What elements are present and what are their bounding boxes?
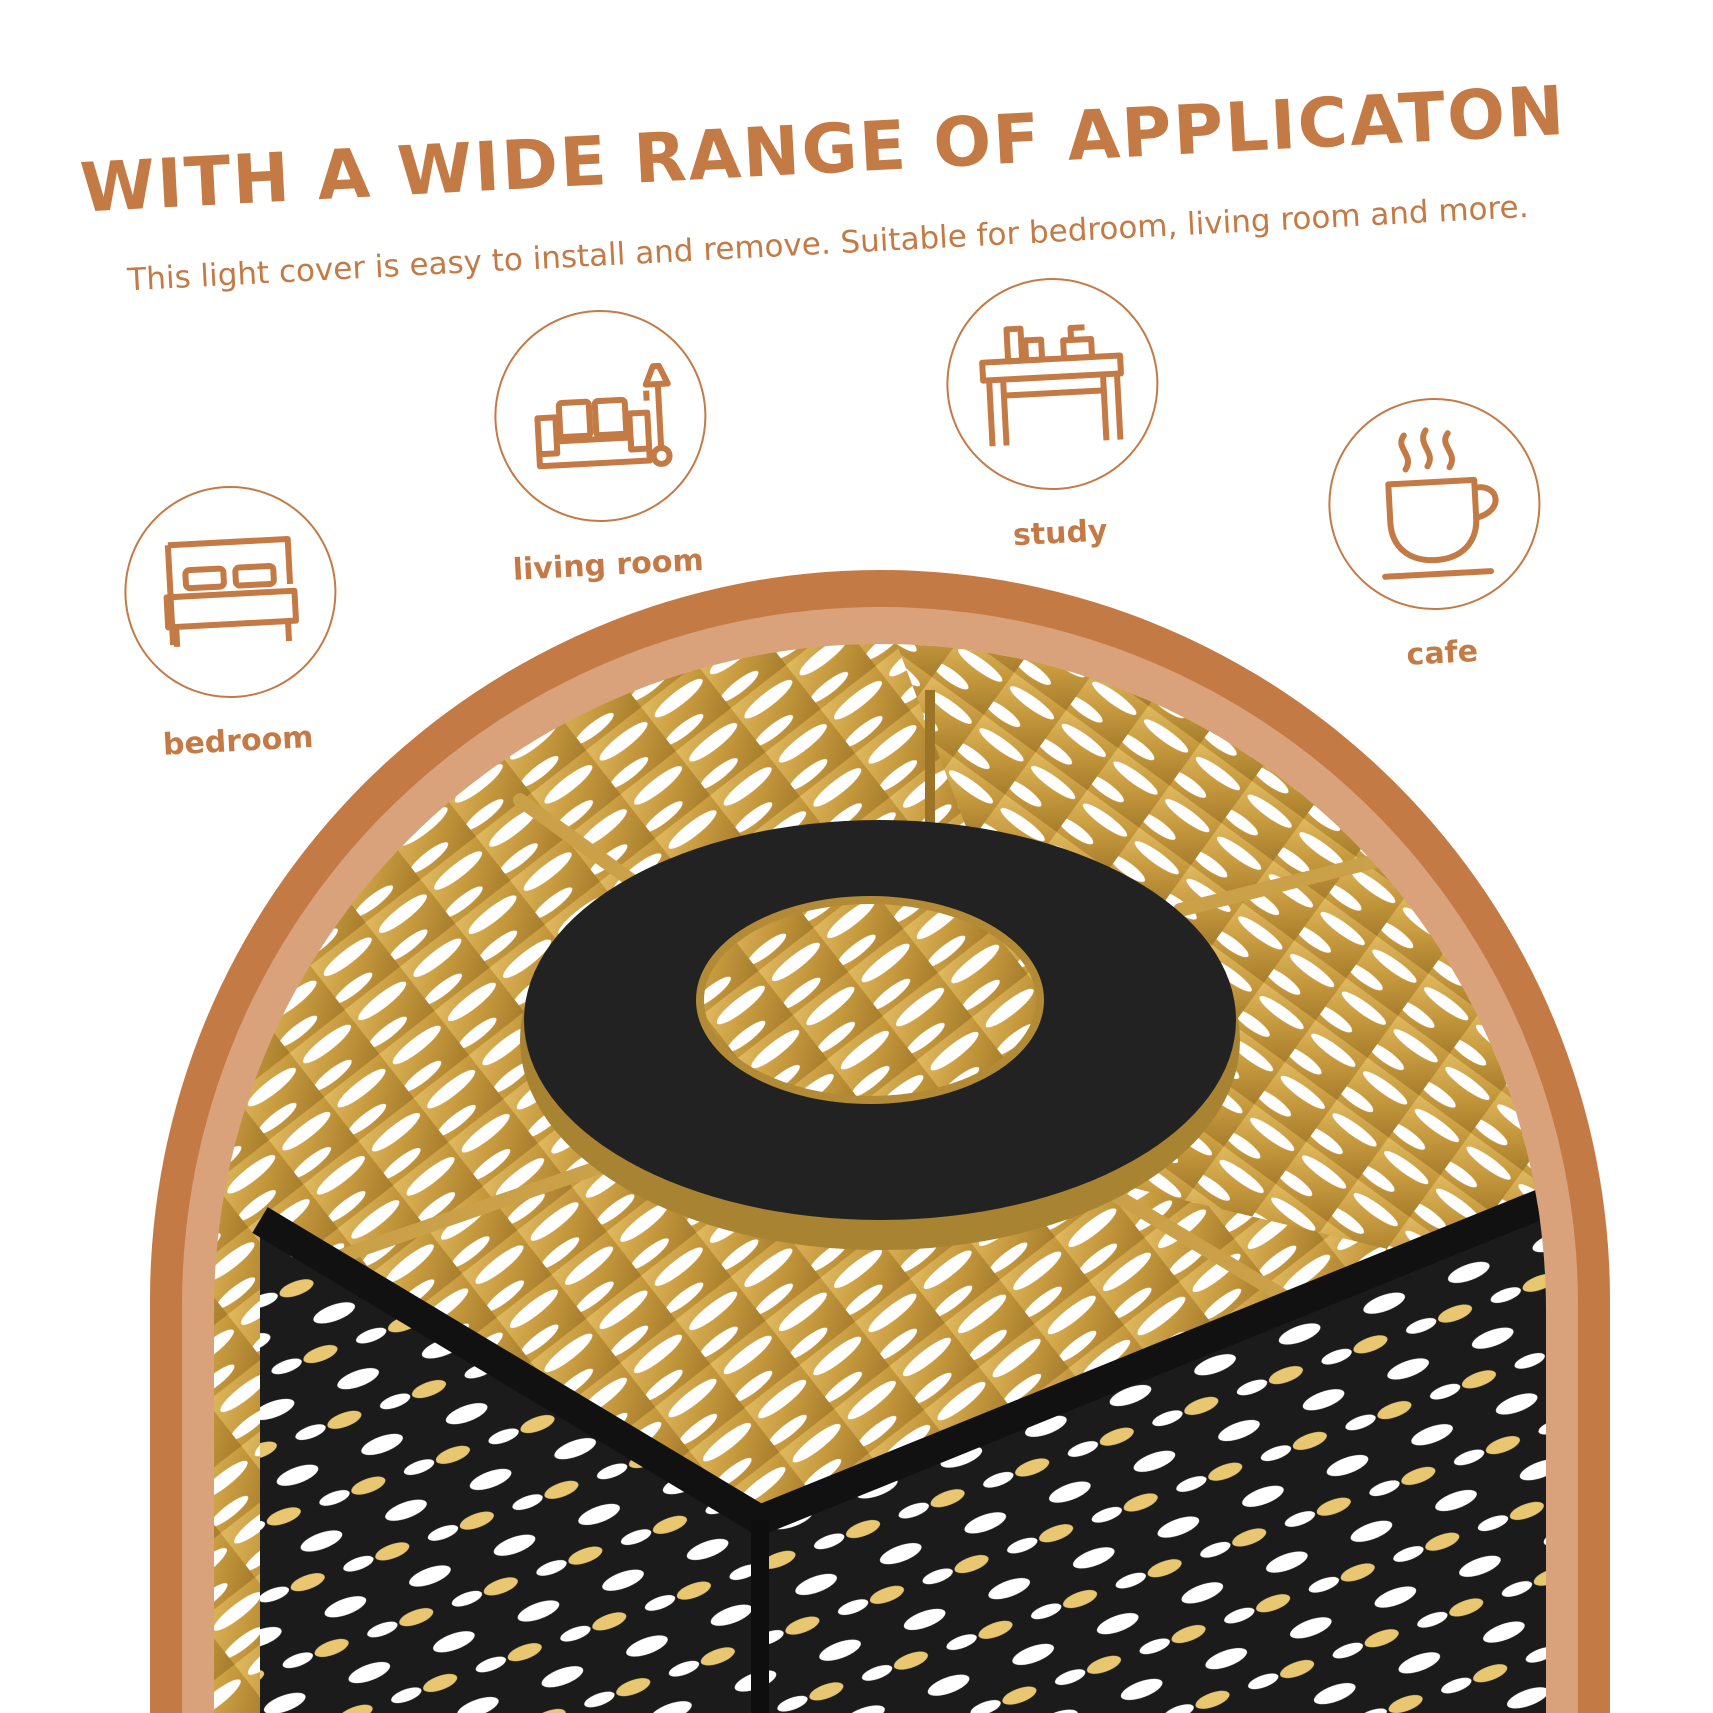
application-cafe: cafe xyxy=(1323,392,1549,677)
bed-icon xyxy=(163,535,299,648)
application-bedroom: bedroom xyxy=(119,480,345,765)
black-frame xyxy=(260,1180,1546,1713)
icon-circle xyxy=(1323,392,1546,616)
application-living-room: living room xyxy=(489,304,715,589)
coffee-cup-icon xyxy=(1382,427,1499,580)
icon-circle xyxy=(119,480,342,704)
desk-icon xyxy=(979,324,1124,447)
icon-circle xyxy=(489,304,712,528)
washer-ring xyxy=(520,820,1240,1250)
icon-circle xyxy=(941,272,1164,496)
sofa-lamp-icon xyxy=(534,362,673,470)
application-study: study xyxy=(941,272,1167,557)
